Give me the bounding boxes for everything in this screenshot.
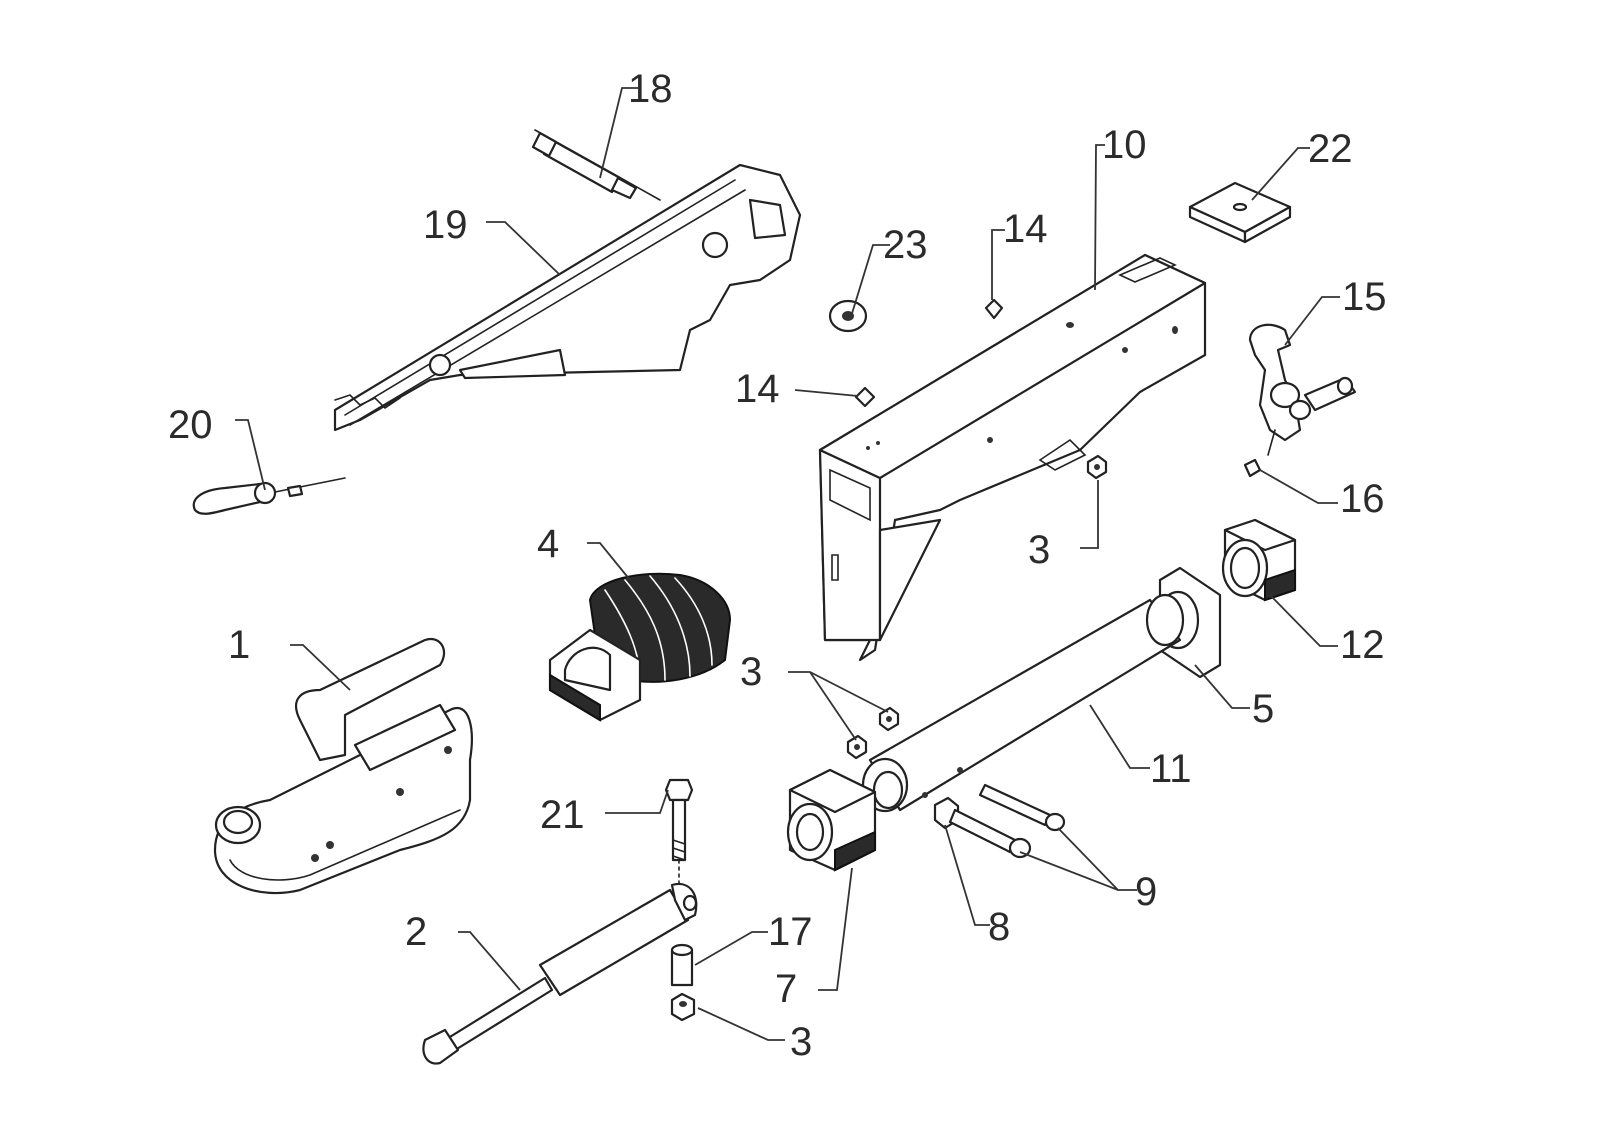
- leader-17: [694, 931, 768, 966]
- leader-16: [1259, 469, 1338, 504]
- part-22-plate: [1188, 181, 1292, 244]
- part-21-bolt: [664, 778, 694, 886]
- label-22: 22: [1308, 127, 1353, 171]
- leader-12: [1269, 594, 1338, 647]
- leader-7: [818, 867, 853, 991]
- label-12: 12: [1340, 623, 1385, 667]
- leader-1: [290, 644, 351, 691]
- label-4: 4: [537, 522, 559, 566]
- part-23-washer: [828, 299, 868, 333]
- part-9-bolt-lower: [948, 808, 1032, 859]
- part-14-grease-nipple-upper: [984, 298, 1004, 320]
- leader-14-lower: [794, 389, 859, 397]
- part-10-drawbar-housing: [818, 253, 1207, 662]
- leader-4: [587, 542, 631, 581]
- leader-14-upper: [991, 229, 1005, 300]
- label-3-housing: 3: [1028, 528, 1050, 572]
- leader-lines: [235, 87, 1340, 1041]
- part-3-nut-mid-a: [878, 706, 900, 732]
- label-11: 11: [1150, 747, 1192, 791]
- label-20: 20: [168, 403, 213, 447]
- part-7-bush: [786, 768, 877, 872]
- leader-20: [235, 419, 266, 491]
- leader-15: [1284, 296, 1340, 346]
- leader-11: [1089, 704, 1150, 769]
- label-23: 23: [883, 223, 928, 267]
- label-8: 8: [988, 905, 1010, 949]
- part-18-bolt: [531, 129, 661, 201]
- label-2: 2: [405, 910, 427, 954]
- leader-8: [944, 824, 990, 926]
- label-14-lower: 14: [735, 367, 780, 411]
- label-3-mid: 3: [740, 650, 762, 694]
- leader-10: [1094, 144, 1105, 291]
- leader-18: [599, 87, 640, 179]
- label-18: 18: [628, 67, 673, 111]
- leader-21: [605, 789, 669, 814]
- part-3-nut-housing: [1086, 454, 1108, 480]
- label-3-bottom: 3: [790, 1020, 812, 1064]
- leader-19: [486, 221, 561, 276]
- part-11-tube: [861, 593, 1185, 813]
- leader-22: [1251, 147, 1310, 201]
- leader-3-housing: [1080, 480, 1099, 549]
- label-1: 1: [228, 623, 250, 667]
- part-16-pin: [1243, 458, 1262, 478]
- part-3-nut-bottom: [670, 992, 696, 1022]
- label-19: 19: [423, 203, 468, 247]
- leader-5: [1194, 664, 1250, 709]
- label-10: 10: [1102, 123, 1147, 167]
- label-16: 16: [1340, 477, 1385, 521]
- label-5: 5: [1252, 687, 1274, 731]
- part-3-nut-mid-b: [846, 734, 868, 760]
- part-17-spacer: [670, 943, 694, 987]
- part-19-drawbar-lever: [333, 163, 802, 432]
- leader-23: [849, 244, 890, 321]
- label-21: 21: [540, 793, 585, 837]
- part-2-shock-damper: [422, 882, 698, 1065]
- label-14-upper: 14: [1003, 207, 1048, 251]
- label-9: 9: [1135, 870, 1157, 914]
- part-14-grease-nipple-lower: [854, 386, 876, 408]
- part-9-bolt-upper: [978, 783, 1066, 832]
- leader-9: [1019, 827, 1137, 891]
- part-4-bellows: [548, 572, 732, 722]
- leader-2: [458, 931, 521, 991]
- callout-labels: 18 19 20 23 14 14 10 22 15 16 3 4 12 3 5…: [168, 67, 1387, 1064]
- leader-3-bottom: [697, 1007, 785, 1041]
- label-15: 15: [1342, 275, 1387, 319]
- part-1-coupling-head: [213, 637, 473, 895]
- part-15-release-lever: [1248, 323, 1357, 456]
- label-7: 7: [775, 967, 797, 1011]
- part-20-locking-pin: [192, 477, 346, 515]
- label-17: 17: [768, 910, 813, 954]
- leader-3-mid: [788, 671, 889, 741]
- part-12-sleeve: [1221, 518, 1297, 602]
